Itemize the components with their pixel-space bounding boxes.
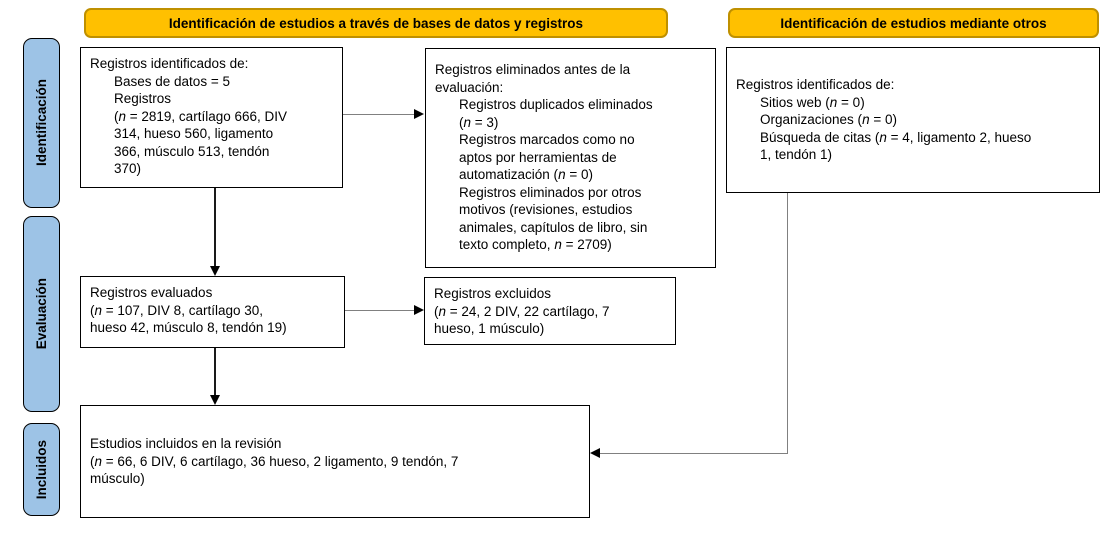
arrow-identified-to-removed-head: [414, 109, 424, 119]
text-line: músculo): [90, 471, 145, 487]
stage-label-text: Identificación: [34, 79, 49, 167]
text-line: texto completo, n = 2709): [459, 237, 612, 252]
text-line: Registros identificados de:: [90, 56, 249, 71]
text-line: 370): [114, 161, 142, 176]
text-line: hueso 42, músculo 8, tendón 19): [90, 320, 287, 335]
box-records-screened: Registros evaluados (n = 107, DIV 8, car…: [80, 276, 345, 348]
connector-other-to-included-hline: [600, 453, 788, 455]
text-line: Registros identificados de:: [736, 77, 895, 93]
text-line: animales, capítulos de libro, sin: [459, 219, 648, 235]
arrow-identified-to-screened-line: [214, 188, 216, 266]
text-line: (n = 3): [459, 114, 499, 130]
box-records-identified-other: Registros identificados de: Sitios web (…: [726, 47, 1100, 193]
text-line: 314, hueso 560, ligamento: [114, 126, 274, 141]
connector-other-to-included-head: [590, 448, 600, 458]
text-line: Registros duplicados eliminados: [459, 97, 653, 112]
box-studies-included: Estudios incluidos en la revisión (n = 6…: [80, 405, 590, 518]
stage-label-screening: Evaluación: [23, 216, 60, 412]
arrow-screened-to-excluded-head: [414, 305, 424, 315]
header-databases-registers: Identificación de estudios a través de b…: [84, 8, 668, 38]
text-line: automatización (n = 0): [459, 167, 593, 182]
text-line: Estudios incluidos en la revisión: [90, 436, 282, 452]
box-records-removed-before-screening: Registros eliminados antes de la evaluac…: [425, 48, 716, 268]
arrow-screened-to-included-head: [210, 395, 220, 405]
text-line: Registros: [114, 91, 172, 106]
arrow-identified-to-removed-line: [343, 114, 415, 116]
text-line: 366, músculo 513, tendón: [114, 143, 270, 159]
stage-label-identification: Identificación: [23, 38, 60, 208]
text-line: (n = 66, 6 DIV, 6 cartílago, 36 hueso, 2…: [90, 453, 459, 469]
stage-label-text: Evaluación: [34, 278, 49, 350]
box-records-identified-databases: Registros identificados de: Bases de dat…: [80, 47, 343, 188]
connector-other-to-included-vline: [787, 193, 789, 454]
text-line: Registros marcados como no: [459, 132, 635, 147]
text-line: Búsqueda de citas (n = 4, ligamento 2, h…: [760, 129, 1032, 145]
text-line: (n = 107, DIV 8, cartílago 30,: [90, 302, 263, 318]
stage-label-text: Incluidos: [34, 439, 49, 500]
text-line: Registros eliminados por otros: [459, 184, 642, 200]
box-records-excluded: Registros excluidos (n = 24, 2 DIV, 22 c…: [424, 277, 676, 345]
text-line: (n = 2819, cartílago 666, DIV: [114, 108, 287, 124]
text-line: evaluación:: [435, 79, 504, 95]
text-line: (n = 24, 2 DIV, 22 cartílago, 7: [434, 303, 610, 319]
text-line: Sitios web (n = 0): [760, 94, 865, 110]
text-line: aptos por herramientas de: [459, 149, 617, 165]
text-line: hueso, 1 músculo): [434, 321, 545, 336]
stage-label-included: Incluidos: [23, 423, 60, 516]
text-line: Organizaciones (n = 0): [760, 112, 897, 128]
text-line: Registros excluidos: [434, 286, 552, 301]
text-line: Bases de datos = 5: [114, 73, 230, 89]
text-line: Registros eliminados antes de la: [435, 62, 631, 77]
header-other-methods: Identificación de estudios mediante otro…: [728, 8, 1099, 38]
text-line: Registros evaluados: [90, 285, 213, 300]
arrow-identified-to-screened-head: [210, 266, 220, 276]
text-line: motivos (revisiones, estudios: [459, 202, 633, 217]
text-line: 1, tendón 1): [760, 147, 833, 163]
arrow-screened-to-excluded-line: [345, 310, 415, 312]
arrow-screened-to-included-line: [214, 348, 216, 396]
